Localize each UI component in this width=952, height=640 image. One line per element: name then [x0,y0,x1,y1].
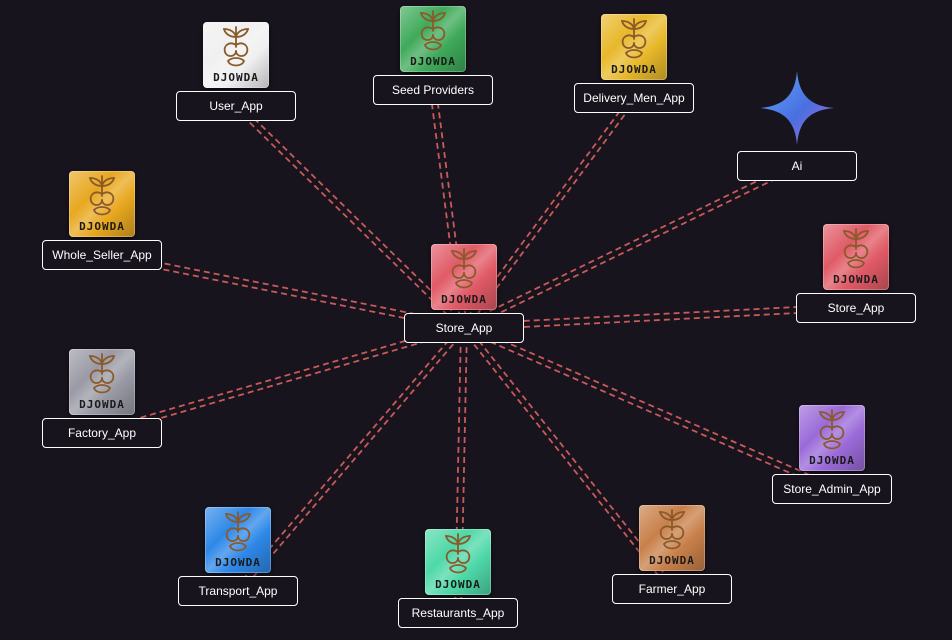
brand-label: DJOWDA [611,63,657,76]
brand-label: DJOWDA [213,71,259,84]
node-transport-app[interactable]: DJOWDA Transport_App [178,507,298,606]
edge-delivery_men_app [460,94,633,326]
djowda-logo-icon: DJOWDA [203,22,269,88]
brand-label: DJOWDA [649,554,695,567]
edge-transport_app [239,328,467,593]
brand-label: DJOWDA [79,398,125,411]
edge-user_app [233,106,463,330]
node-label: Factory_App [42,418,162,448]
djowda-logo-icon: DJOWDA [69,171,135,237]
node-label: Store_Admin_App [772,474,892,504]
edge-user_app [237,102,467,326]
edge-ai [464,166,799,331]
node-label: Delivery_Men_App [574,83,694,113]
node-store-admin-app[interactable]: DJOWDA Store_Admin_App [772,405,892,504]
brand-label: DJOWDA [79,220,125,233]
node-label: Ai [737,151,857,181]
node-label: Store_App [404,313,524,343]
node-label: Farmer_App [612,574,732,604]
node-delivery-men-app[interactable]: DJOWDA Delivery_Men_App [574,14,694,113]
edge-store_admin_app [462,328,832,492]
brand-label: DJOWDA [809,454,855,467]
edge-store_admin_app [464,323,834,487]
edge-restaurants_app [460,327,468,613]
node-label: Restaurants_App [398,598,518,628]
node-farmer-app[interactable]: DJOWDA Farmer_App [612,505,732,604]
djowda-logo-icon: DJOWDA [601,14,667,80]
node-user-app[interactable]: DJOWDA User_App [176,22,296,121]
node-whole-seller-app[interactable]: DJOWDA Whole_Seller_App [42,171,162,270]
djowda-logo-icon: DJOWDA [400,6,466,72]
edge-store_app [463,303,856,325]
brand-label: DJOWDA [441,293,487,306]
edge-restaurants_app [454,326,462,612]
sparkle-icon [760,71,834,145]
node-label: Whole_Seller_App [42,240,162,270]
node-label: Transport_App [178,576,298,606]
edge-farmer_app [465,324,676,587]
djowda-logo-icon: DJOWDA [69,349,135,415]
djowda-logo-icon: DJOWDA [431,244,497,310]
edge-ai [462,161,797,326]
edge-delivery_men_app [465,98,638,330]
node-label: User_App [176,91,296,121]
edge-transport_app [235,324,463,589]
djowda-logo-icon: DJOWDA [799,405,865,471]
edge-factory_app [100,323,464,430]
edge-farmer_app [460,328,671,591]
brand-label: DJOWDA [833,273,879,286]
djowda-logo-icon: DJOWDA [823,224,889,290]
node-store-app-center[interactable]: DJOWDA Store_App [404,244,524,343]
djowda-logo-icon: DJOWDA [205,507,271,573]
djowda-logo-icon: DJOWDA [639,505,705,571]
brand-label: DJOWDA [215,556,261,569]
edge-store_app [464,309,857,331]
node-factory-app[interactable]: DJOWDA Factory_App [42,349,162,448]
node-ai[interactable]: Ai [737,71,857,181]
brand-label: DJOWDA [410,55,456,68]
djowda-logo-icon: DJOWDA [425,529,491,595]
node-store-app[interactable]: DJOWDA Store_App [796,224,916,323]
node-seed-providers[interactable]: DJOWDA Seed Providers [373,6,493,105]
edge-factory_app [102,329,466,436]
edge-whole_seller_app [102,250,465,325]
brand-label: DJOWDA [435,578,481,591]
node-label: Store_App [796,293,916,323]
edge-whole_seller_app [101,256,464,331]
node-label: Seed Providers [373,75,493,105]
node-restaurants-app[interactable]: DJOWDA Restaurants_App [398,529,518,628]
